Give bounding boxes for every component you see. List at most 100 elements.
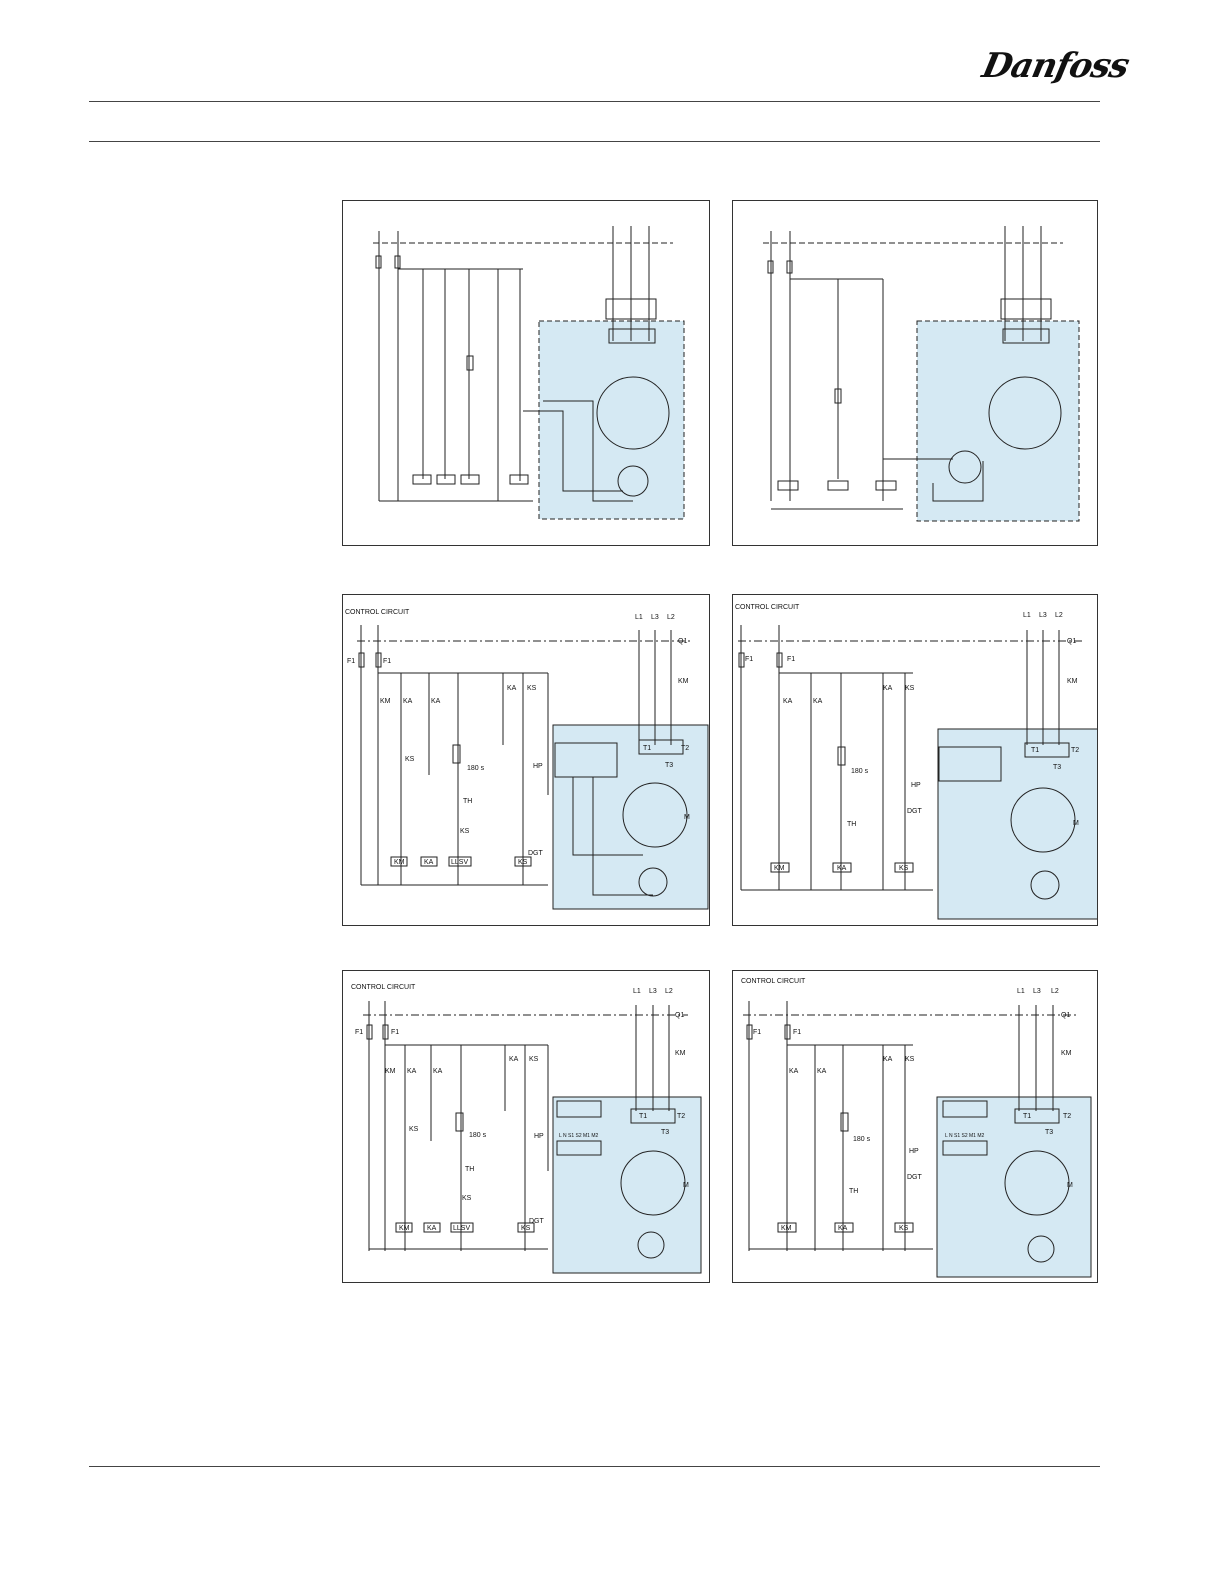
wiring-diagram-2 [732, 200, 1098, 546]
diagram-label: KM [675, 1050, 686, 1057]
diagram-label: LLSV [453, 1225, 470, 1232]
diagram-label: F1 [793, 1029, 801, 1036]
diagram-label: KA [789, 1068, 799, 1075]
danfoss-logo: Danfoss [978, 46, 1133, 86]
diagram-label: DGT [529, 1218, 545, 1225]
diagram-label: KM [678, 678, 689, 685]
header-rule-bottom [89, 141, 1100, 142]
diagram-label: KA [838, 1225, 848, 1232]
diagram-label: T2 [1063, 1113, 1071, 1120]
diagram-label: KA [431, 698, 441, 705]
diagram-label: T3 [1045, 1129, 1053, 1136]
diagram-label: HP [911, 782, 921, 789]
header-rule-top [89, 101, 1100, 102]
diagram-label: KS [405, 756, 415, 763]
diagram-label: F1 [355, 1029, 363, 1036]
diagram-label: KS [409, 1126, 419, 1133]
diagram-label: T1 [1031, 747, 1039, 754]
diagram-label: L1 [635, 614, 643, 621]
diagram-label: L N S1 S2 M1 M2 [945, 1133, 984, 1139]
diagram-label: F1 [745, 656, 753, 663]
diagram-label: DGT [528, 850, 544, 857]
diagram-label: TH [847, 821, 856, 828]
diagram-label: KM [1067, 678, 1078, 685]
diagram-label: KA [424, 859, 434, 866]
diagram-label: Q1 [1067, 638, 1076, 645]
diagram-label: L1 [633, 988, 641, 995]
diagram-label: T3 [661, 1129, 669, 1136]
diagram-label: KM [774, 865, 785, 872]
diagram-label: L2 [1055, 612, 1063, 619]
diagram-label: T1 [639, 1113, 647, 1120]
diagram-label: T2 [677, 1113, 685, 1120]
diagram-label: L2 [665, 988, 673, 995]
diagram-label: DGT [907, 1174, 923, 1181]
diagram-label: T1 [1023, 1113, 1031, 1120]
diagram-label: KA [783, 698, 793, 705]
diagram-label: L1 [1023, 612, 1031, 619]
diagram-label: T3 [665, 762, 673, 769]
diagram-label: KA [407, 1068, 417, 1075]
diagram-label: KM [380, 698, 391, 705]
diagram-label: KA [507, 685, 517, 692]
diagram-label: Q1 [1061, 1012, 1070, 1019]
diagram-label: KM [385, 1068, 396, 1075]
diagram-5-svg: CONTROL CIRCUIT F1 F1 L1 L3 L2 Q1 KM KM … [351, 984, 702, 1274]
diagram-label: LLSV [451, 859, 468, 866]
diagram-6-svg: CONTROL CIRCUIT F1 F1 L1 L3 L2 Q1 KM KA … [741, 978, 1092, 1278]
diagram-label: L3 [1039, 612, 1047, 619]
diagram-label: Q1 [675, 1012, 684, 1019]
diagram-label: CONTROL CIRCUIT [741, 978, 806, 985]
diagram-label: L1 [1017, 988, 1025, 995]
diagram-label: KA [813, 698, 823, 705]
diagram-label: KS [905, 685, 915, 692]
diagram-label: HP [533, 763, 543, 770]
diagram-label: M [1067, 1182, 1073, 1189]
wiring-diagram-3: CONTROL CIRCUIT F1 F1 L1 L3 L2 Q1 KM KM … [342, 594, 710, 926]
diagram-label: KS [905, 1056, 915, 1063]
diagram-label: L3 [1033, 988, 1041, 995]
diagram-label: KS [462, 1195, 472, 1202]
diagram-label: F1 [753, 1029, 761, 1036]
diagram-label: L N S1 S2 M1 M2 [559, 1133, 598, 1139]
diagram-label: CONTROL CIRCUIT [351, 984, 416, 991]
diagram-label: KA [427, 1225, 437, 1232]
footer-rule [89, 1466, 1100, 1467]
diagram-label: CONTROL CIRCUIT [345, 609, 410, 616]
diagram-label: 180 s [467, 765, 485, 772]
diagram-label: TH [849, 1188, 858, 1195]
diagram-label: KS [529, 1056, 539, 1063]
diagram-label: L2 [1051, 988, 1059, 995]
diagram-label: T2 [1071, 747, 1079, 754]
diagram-label: L2 [667, 614, 675, 621]
diagram-label: F1 [347, 658, 355, 665]
wiring-diagram-5: CONTROL CIRCUIT F1 F1 L1 L3 L2 Q1 KM KM … [342, 970, 710, 1283]
diagram-label: 180 s [853, 1136, 871, 1143]
diagram-label: T1 [643, 745, 651, 752]
diagram-label: KA [433, 1068, 443, 1075]
diagram-label: L3 [649, 988, 657, 995]
diagram-label: KS [899, 865, 909, 872]
wiring-diagram-4: CONTROL CIRCUIT F1 F1 L1 L3 L2 Q1 KM KA … [732, 594, 1098, 926]
diagram-label: KA [883, 685, 893, 692]
diagram-label: KA [883, 1056, 893, 1063]
diagram-label: KS [460, 828, 470, 835]
diagram-label: 180 s [851, 768, 869, 775]
diagram-label: F1 [787, 656, 795, 663]
diagram-label: F1 [391, 1029, 399, 1036]
diagram-label: M [1073, 820, 1079, 827]
diagram-2-svg [763, 226, 1080, 522]
diagram-label: T2 [681, 745, 689, 752]
diagram-label: KA [837, 865, 847, 872]
diagram-label: KM [1061, 1050, 1072, 1057]
diagram-label: KS [518, 859, 528, 866]
wiring-diagram-1 [342, 200, 710, 546]
diagram-3-svg: CONTROL CIRCUIT F1 F1 L1 L3 L2 Q1 KM KM … [345, 609, 709, 910]
diagram-1-svg [373, 226, 685, 520]
diagram-label: L3 [651, 614, 659, 621]
diagram-label: KM [399, 1225, 410, 1232]
diagram-label: KS [899, 1225, 909, 1232]
diagram-label: KA [817, 1068, 827, 1075]
diagram-label: CONTROL CIRCUIT [735, 604, 800, 611]
diagram-label: KM [781, 1225, 792, 1232]
